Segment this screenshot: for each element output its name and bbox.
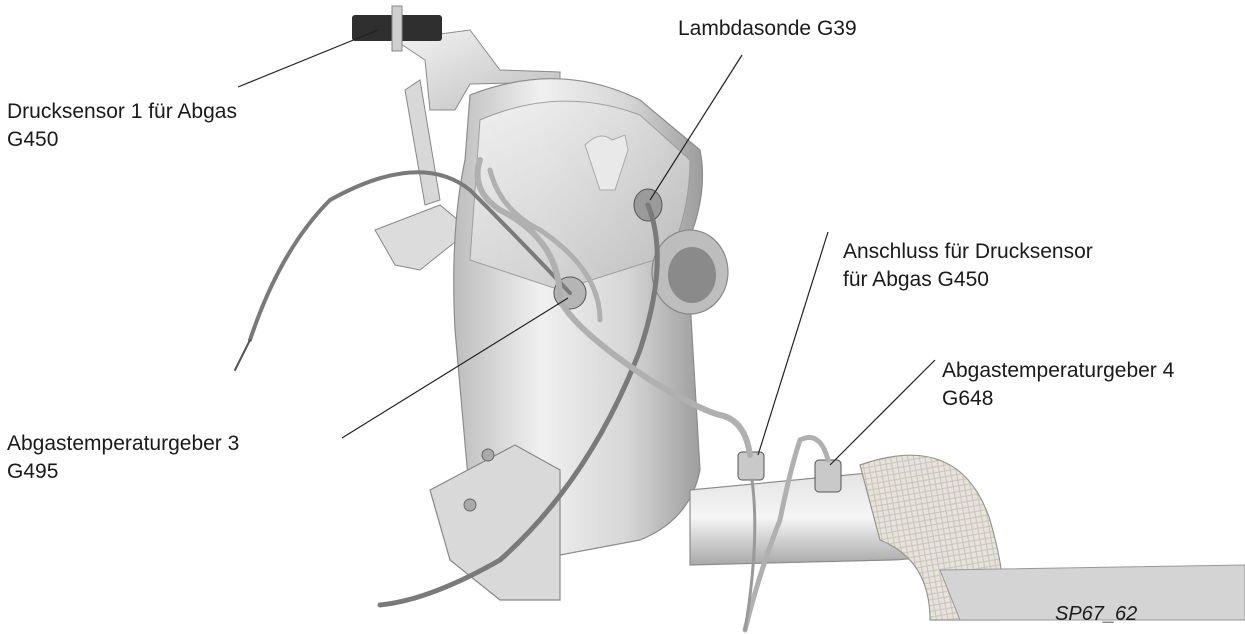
label-temp3: Abgastemperaturgeber 3 G495 [7,430,239,486]
label-temp4-line2: G648 [942,385,1174,413]
label-lambdasonde-line1: Lambdasonde G39 [678,15,857,43]
label-anschluss: Anschluss für Drucksensor für Abgas G450 [843,238,1093,294]
label-anschluss-line1: Anschluss für Drucksensor [843,238,1093,266]
figure-id: SP67_62 [1055,603,1137,626]
label-temp4: Abgastemperaturgeber 4 G648 [942,357,1174,413]
label-temp3-line1: Abgastemperaturgeber 3 [7,430,239,458]
label-lambdasonde: Lambdasonde G39 [678,15,857,43]
label-drucksensor-line1: Drucksensor 1 für Abgas [7,98,237,126]
label-anschluss-line2: für Abgas G450 [843,266,1093,294]
label-drucksensor: Drucksensor 1 für Abgas G450 [7,98,237,154]
label-drucksensor-line2: G450 [7,126,237,154]
label-temp4-line1: Abgastemperaturgeber 4 [942,357,1174,385]
label-temp3-line2: G495 [7,458,239,486]
